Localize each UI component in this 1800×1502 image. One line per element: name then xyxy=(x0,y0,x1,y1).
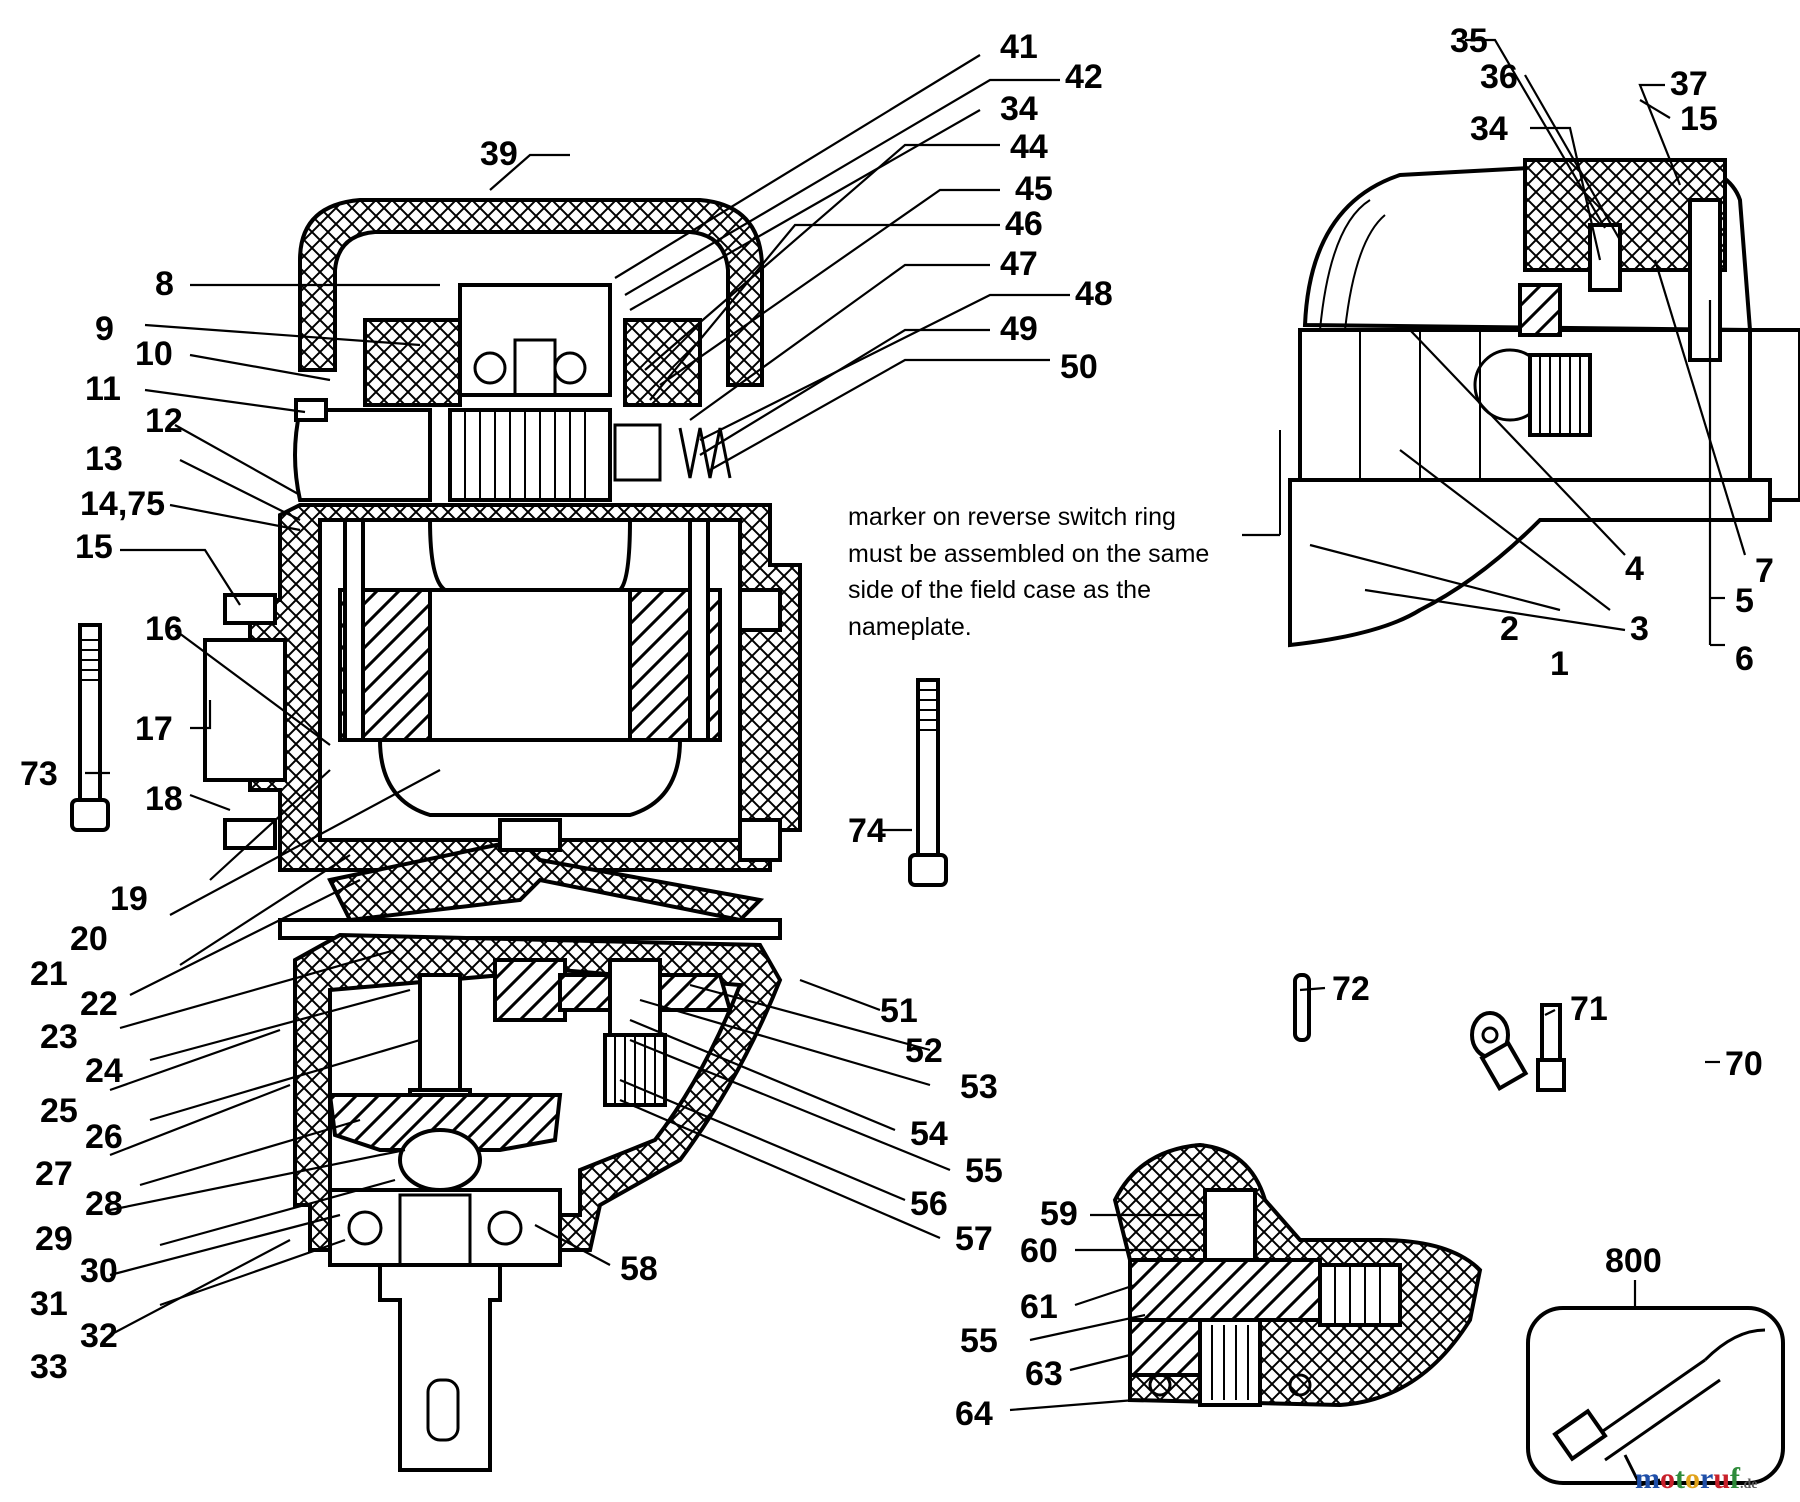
label-64: 64 xyxy=(955,1395,993,1433)
output-bearing xyxy=(328,1188,562,1267)
label-16: 16 xyxy=(145,610,183,648)
label-54: 54 xyxy=(910,1115,948,1153)
label-46: 46 xyxy=(1005,205,1043,243)
part-number-labels: 41 42 34 44 45 46 47 48 49 50 39 8 9 10 … xyxy=(20,22,1774,1433)
gear-detail xyxy=(1112,1142,1483,1408)
label-34b: 34 xyxy=(1470,110,1508,148)
label-10: 10 xyxy=(135,335,173,373)
label-11: 11 xyxy=(85,370,121,408)
label-56: 56 xyxy=(910,1185,948,1223)
label-1: 1 xyxy=(1550,645,1569,683)
label-51: 51 xyxy=(880,992,918,1030)
label-8: 8 xyxy=(155,265,174,303)
label-15: 15 xyxy=(75,528,113,566)
label-33: 33 xyxy=(30,1348,68,1386)
label-35: 35 xyxy=(1450,22,1488,60)
label-30: 30 xyxy=(80,1252,118,1290)
label-45: 45 xyxy=(1015,170,1053,208)
label-5: 5 xyxy=(1735,582,1754,620)
label-70: 70 xyxy=(1725,1045,1763,1083)
brush-housing xyxy=(293,408,432,502)
watermark-logo: motoruf.de xyxy=(1635,1462,1758,1495)
screw-73 xyxy=(70,623,110,832)
label-50: 50 xyxy=(1060,348,1098,386)
label-60: 60 xyxy=(1020,1232,1058,1270)
brush-holder xyxy=(363,318,702,407)
label-18: 18 xyxy=(145,780,183,818)
label-24: 24 xyxy=(85,1052,123,1090)
label-49: 49 xyxy=(1000,310,1038,348)
label-12: 12 xyxy=(145,402,183,440)
armature xyxy=(427,518,633,592)
watermark-text: motoruf.de xyxy=(1635,1462,1758,1495)
armature-pinion xyxy=(493,958,567,1022)
label-48: 48 xyxy=(1075,275,1113,313)
label-7: 7 xyxy=(1755,552,1774,590)
label-32: 32 xyxy=(80,1317,118,1355)
part-71-screw xyxy=(1536,1003,1566,1092)
note-line-1: marker on reverse switch ring xyxy=(848,503,1176,531)
label-61: 61 xyxy=(1020,1288,1058,1326)
note-line-2: must be assembled on the same xyxy=(848,540,1209,568)
screw-74 xyxy=(908,678,948,887)
label-800: 800 xyxy=(1605,1242,1662,1280)
label-26: 26 xyxy=(85,1118,123,1156)
label-2: 2 xyxy=(1500,610,1519,648)
label-14-75: 14,75 xyxy=(80,485,165,523)
leader-lines xyxy=(85,38,1747,1412)
label-21: 21 xyxy=(30,955,68,993)
main-gear xyxy=(327,1093,563,1152)
label-17: 17 xyxy=(135,710,173,748)
label-3: 3 xyxy=(1630,610,1649,648)
label-63: 63 xyxy=(1025,1355,1063,1393)
label-31: 31 xyxy=(30,1285,68,1323)
label-71: 71 xyxy=(1570,990,1608,1028)
label-59: 59 xyxy=(1040,1195,1078,1233)
label-47: 47 xyxy=(1000,245,1038,283)
label-37: 37 xyxy=(1670,65,1708,103)
note-line-3: side of the field case as the xyxy=(848,576,1151,604)
label-55b: 55 xyxy=(960,1322,998,1360)
note-line-4: nameplate. xyxy=(848,613,972,641)
label-34: 34 xyxy=(1000,90,1038,128)
label-41: 41 xyxy=(1000,28,1038,66)
part-72-pin xyxy=(1293,973,1311,1042)
label-72: 72 xyxy=(1332,970,1370,1008)
switch-detail xyxy=(1279,157,1800,648)
label-23: 23 xyxy=(40,1018,78,1056)
label-15b: 15 xyxy=(1680,100,1718,138)
label-36: 36 xyxy=(1480,58,1518,96)
label-25: 25 xyxy=(40,1092,78,1130)
main-motor-assembly xyxy=(203,198,802,1472)
label-39: 39 xyxy=(480,135,518,173)
label-20: 20 xyxy=(70,920,108,958)
output-anvil xyxy=(378,1263,502,1472)
label-22: 22 xyxy=(80,985,118,1023)
label-73: 73 xyxy=(20,755,58,793)
grease-tool-800 xyxy=(1526,1306,1785,1487)
label-29: 29 xyxy=(35,1220,73,1258)
label-19: 19 xyxy=(110,880,148,918)
label-13: 13 xyxy=(85,440,123,478)
label-55: 55 xyxy=(965,1152,1003,1190)
label-58: 58 xyxy=(620,1250,658,1288)
commutator xyxy=(448,408,612,502)
label-28: 28 xyxy=(85,1185,123,1223)
label-44: 44 xyxy=(1010,128,1048,166)
label-27: 27 xyxy=(35,1155,73,1193)
assembly-note: marker on reverse switch ring must be as… xyxy=(848,503,1209,641)
label-57: 57 xyxy=(955,1220,993,1258)
label-6: 6 xyxy=(1735,640,1754,678)
label-9: 9 xyxy=(95,310,114,348)
label-53: 53 xyxy=(960,1068,998,1106)
label-52: 52 xyxy=(905,1032,943,1070)
part-70-terminal xyxy=(1470,1011,1529,1092)
label-4: 4 xyxy=(1625,550,1644,588)
label-42: 42 xyxy=(1065,58,1103,96)
label-74: 74 xyxy=(848,812,886,850)
